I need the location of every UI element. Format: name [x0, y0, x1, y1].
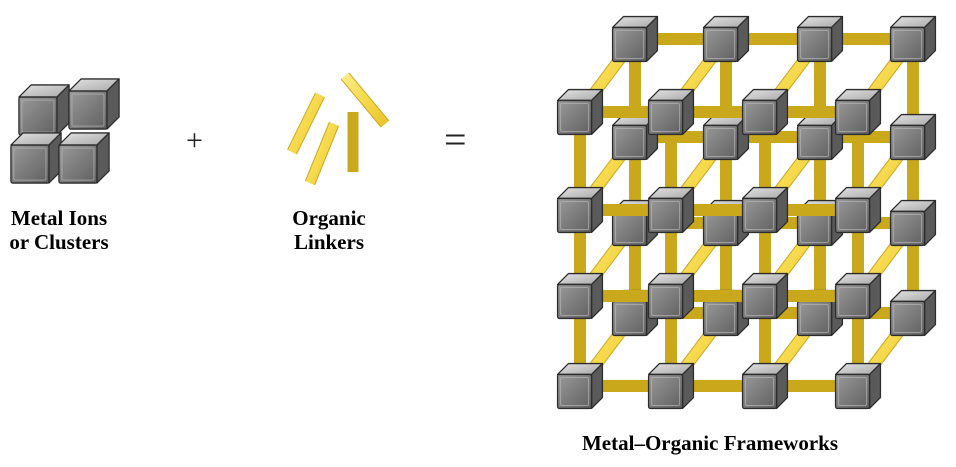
- lattice-node-28: [834, 272, 882, 320]
- lattice-node-3: [796, 15, 844, 63]
- lattice-node-1: [611, 15, 659, 63]
- lattice-node-32: [834, 362, 882, 410]
- organic-linker-rod-1: [287, 93, 325, 154]
- lattice-node-6: [702, 113, 750, 161]
- lattice-node-29: [556, 362, 604, 410]
- lattice-node-25: [556, 272, 604, 320]
- lattice-node-23: [741, 186, 789, 234]
- equals-sign: =: [444, 117, 467, 162]
- lattice-node-16: [889, 289, 937, 337]
- mof-lattice-framework: [556, 15, 937, 410]
- organic-linkers-label: Organic Linkers: [270, 206, 388, 254]
- lattice-node-30: [647, 362, 695, 410]
- lattice-node-19: [741, 88, 789, 136]
- metal-cluster-cube-3: [10, 132, 62, 184]
- lattice-node-27: [741, 272, 789, 320]
- lattice-node-17: [556, 88, 604, 136]
- organic-linker-rods-group: [287, 72, 390, 186]
- organic-linker-rod-2: [305, 122, 339, 185]
- metal-cluster-cube-2: [68, 78, 120, 130]
- mof-label: Metal–Organic Frameworks: [581, 431, 838, 455]
- lattice-node-22: [647, 186, 695, 234]
- metal-cluster-cube-1: [18, 84, 70, 136]
- lattice-node-4: [889, 15, 937, 63]
- lattice-node-18: [647, 88, 695, 136]
- lattice-node-26: [647, 272, 695, 320]
- metal-ions-label-line1: Metal Ions: [10, 206, 108, 230]
- organic-linkers-label-line2: Linkers: [293, 230, 364, 254]
- metal-ions-label-line2: or Clusters: [9, 230, 109, 254]
- organic-linker-rod-3: [341, 73, 389, 127]
- metal-cluster-cubes-group: [10, 78, 120, 184]
- lattice-node-21: [556, 186, 604, 234]
- lattice-node-24: [834, 186, 882, 234]
- organic-linkers-label-line1: Organic: [292, 206, 366, 230]
- metal-ions-label: Metal Ions or Clusters: [0, 206, 118, 254]
- lattice-node-8: [889, 113, 937, 161]
- lattice-node-20: [834, 88, 882, 136]
- lattice-node-2: [702, 15, 750, 63]
- plus-sign: +: [186, 124, 203, 157]
- lattice-node-12: [889, 199, 937, 247]
- lattice-metal-nodes: [556, 15, 937, 410]
- metal-cluster-cube-4: [58, 132, 110, 184]
- lattice-node-31: [741, 362, 789, 410]
